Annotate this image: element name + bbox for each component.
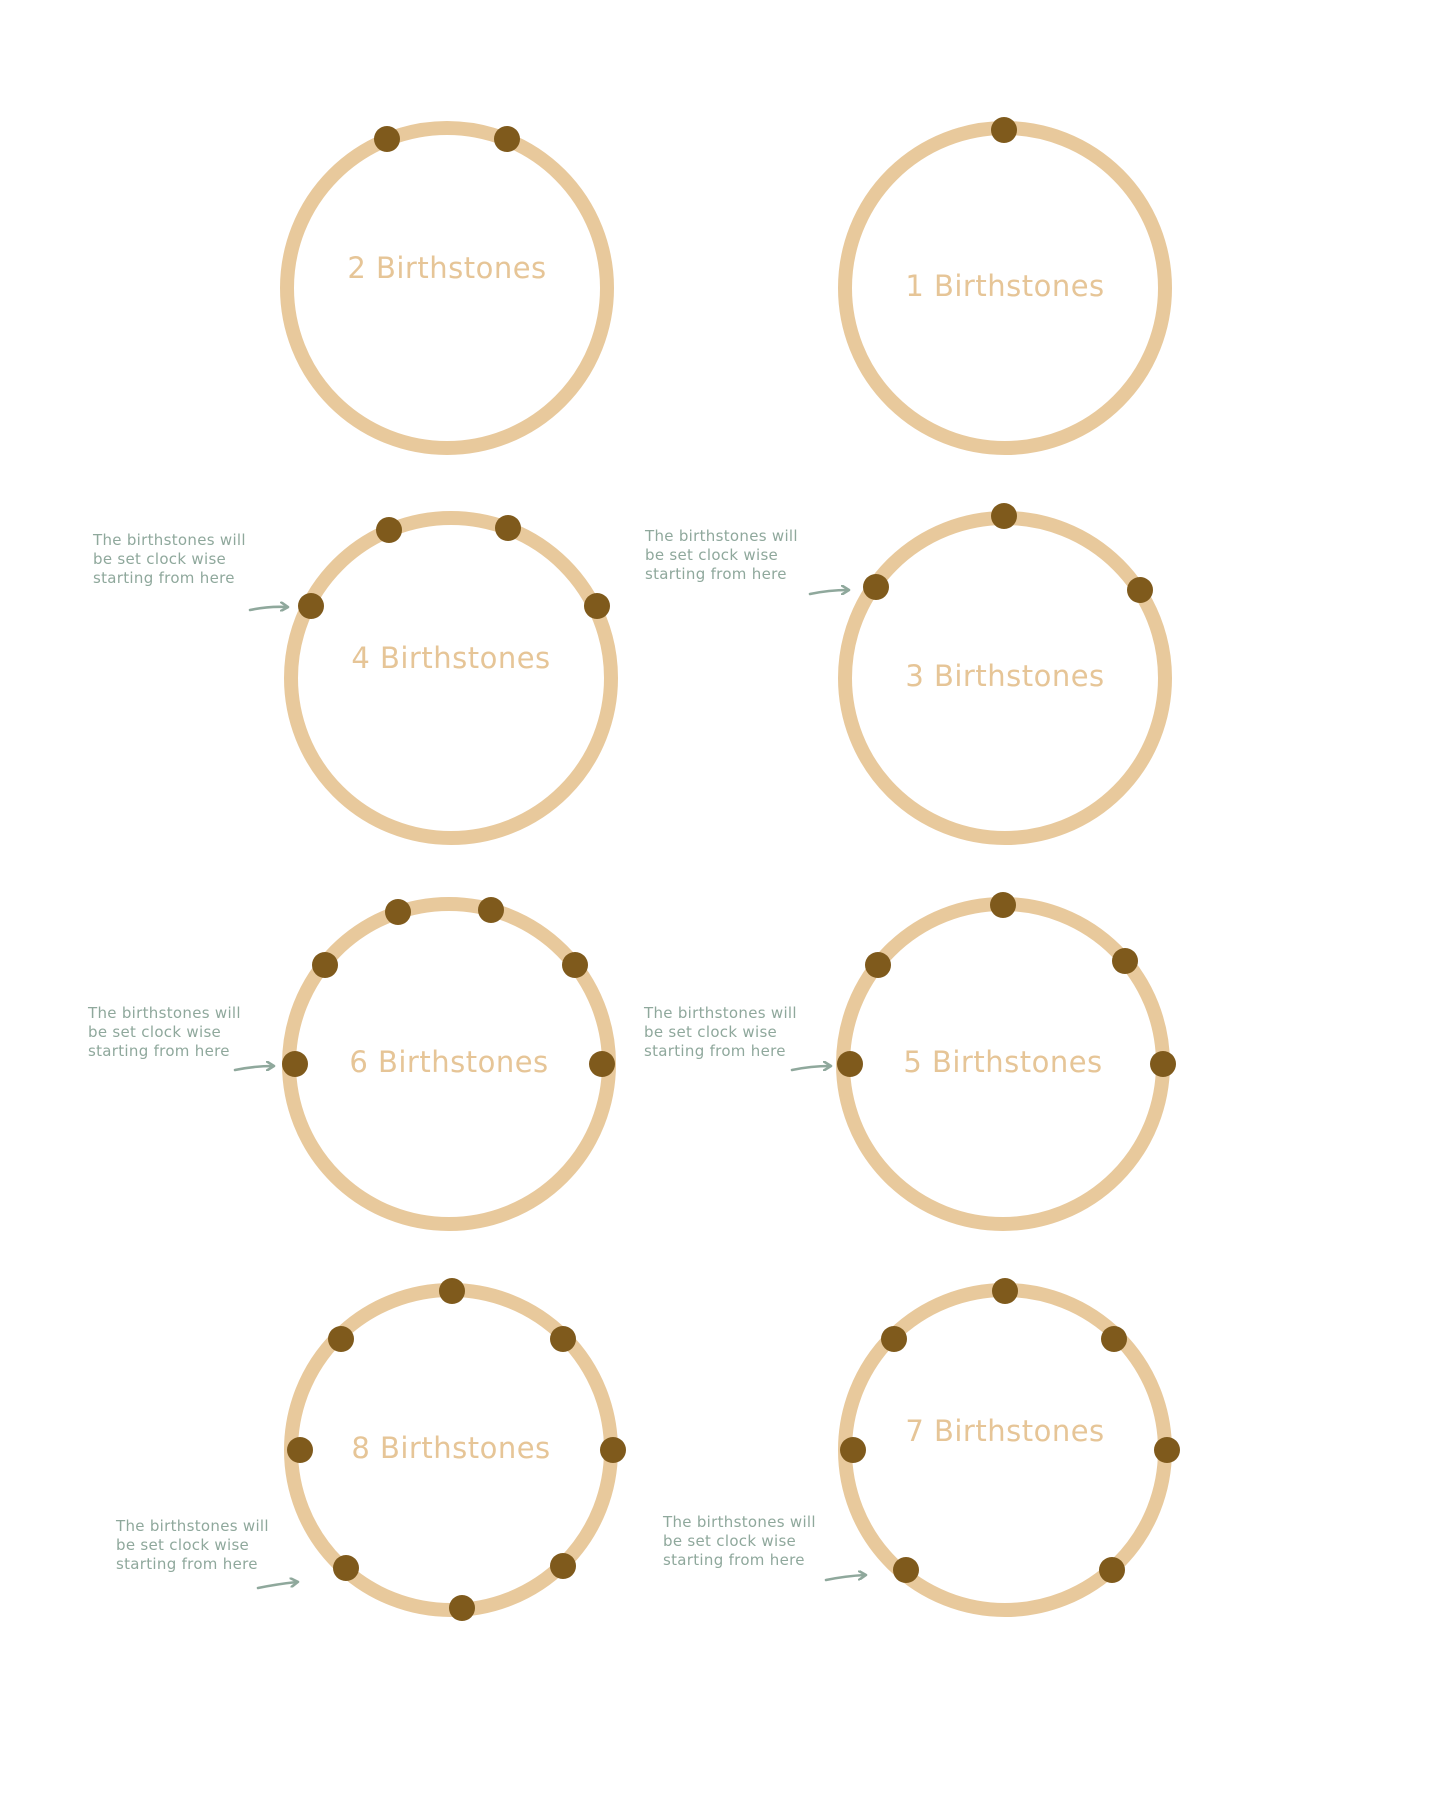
start-arrow [824, 1575, 865, 1582]
birthstone-diagram-5: 5 Birthstones [790, 892, 1176, 1231]
birthstone-diagram-1: 1 Birthstones [838, 117, 1172, 455]
start-note-line: starting from here [93, 569, 235, 587]
birthstone-dot [439, 1278, 465, 1304]
birthstone-dot [600, 1437, 626, 1463]
start-note-line: The birthstones will [116, 1517, 269, 1535]
birthstone-dot [992, 1278, 1018, 1304]
start-arrow [233, 1066, 273, 1072]
start-note-line: be set clock wise [663, 1532, 797, 1550]
diagram-label: 8 Birthstones [351, 1431, 550, 1465]
birthstone-diagram-7: 7 Birthstones [824, 1278, 1180, 1617]
birthstone-dot [1112, 948, 1138, 974]
birthstone-dot [1154, 1437, 1180, 1463]
birthstone-dot [550, 1326, 576, 1352]
birthstone-dot [374, 126, 400, 152]
diagram-label: 5 Birthstones [903, 1045, 1102, 1079]
diagram-label: 2 Birthstones [347, 251, 546, 285]
birthstone-diagram-2: 2 Birthstones [280, 121, 614, 455]
start-note-line: be set clock wise [88, 1023, 222, 1041]
birthstone-dot [495, 515, 521, 541]
birthstone-dot [991, 503, 1017, 529]
ring [284, 511, 618, 845]
birthstone-dot [990, 892, 1016, 918]
birthstone-dot [840, 1437, 866, 1463]
birthstone-diagram-4: 4 Birthstones [248, 511, 618, 845]
birthstone-dot [282, 1051, 308, 1077]
birthstone-dot [589, 1051, 615, 1077]
start-note-line: The birthstones will [88, 1004, 241, 1022]
start-note-line: The birthstones will [93, 531, 246, 549]
ring [280, 121, 614, 455]
birthstone-dot [865, 952, 891, 978]
diagram-label: 6 Birthstones [349, 1045, 548, 1079]
start-arrow [790, 1066, 830, 1072]
birthstone-dot [333, 1555, 359, 1581]
diagram-label: 4 Birthstones [351, 641, 550, 675]
birthstone-dot [494, 126, 520, 152]
birthstone-dot [1101, 1326, 1127, 1352]
start-arrow [808, 590, 848, 596]
birthstone-dot [1127, 577, 1153, 603]
start-note-line: The birthstones will [644, 1004, 797, 1022]
birthstone-diagram-6: 6 Birthstones [233, 897, 616, 1231]
birthstone-dot [863, 574, 889, 600]
birthstone-dot [550, 1553, 576, 1579]
start-arrow [248, 607, 287, 610]
birthstone-dot [837, 1051, 863, 1077]
start-note-line: starting from here [645, 565, 787, 583]
diagram-label: 7 Birthstones [905, 1414, 1104, 1448]
birthstone-dot [328, 1326, 354, 1352]
start-note-line: be set clock wise [93, 550, 227, 568]
start-note-line: The birthstones will [663, 1513, 816, 1531]
birthstone-dot [312, 952, 338, 978]
start-note-line: The birthstones will [645, 527, 798, 545]
start-arrow [256, 1582, 297, 1590]
birthstone-dot [881, 1326, 907, 1352]
start-note-line: be set clock wise [645, 546, 779, 564]
start-note-line: be set clock wise [644, 1023, 778, 1041]
birthstone-dot [385, 899, 411, 925]
start-note-line: starting from here [663, 1551, 805, 1569]
birthstone-dot [287, 1437, 313, 1463]
birthstone-dot [1099, 1557, 1125, 1583]
start-note-line: starting from here [116, 1555, 258, 1573]
birthstone-dot [298, 593, 324, 619]
birthstone-dot [562, 952, 588, 978]
birthstone-dot [584, 593, 610, 619]
birthstone-dot [893, 1557, 919, 1583]
start-note-line: starting from here [88, 1042, 230, 1060]
start-note-line: be set clock wise [116, 1536, 250, 1554]
diagram-label: 3 Birthstones [905, 659, 1104, 693]
birthstone-dot [449, 1595, 475, 1621]
birthstone-diagram-8: 8 Birthstones [256, 1278, 626, 1621]
birthstone-dot [1150, 1051, 1176, 1077]
birthstone-dot [376, 517, 402, 543]
diagram-label: 1 Birthstones [905, 269, 1104, 303]
start-note-line: starting from here [644, 1042, 786, 1060]
birthstone-dot [991, 117, 1017, 143]
birthstone-dot [478, 897, 504, 923]
birthstone-diagram-3: 3 Birthstones [808, 503, 1172, 845]
